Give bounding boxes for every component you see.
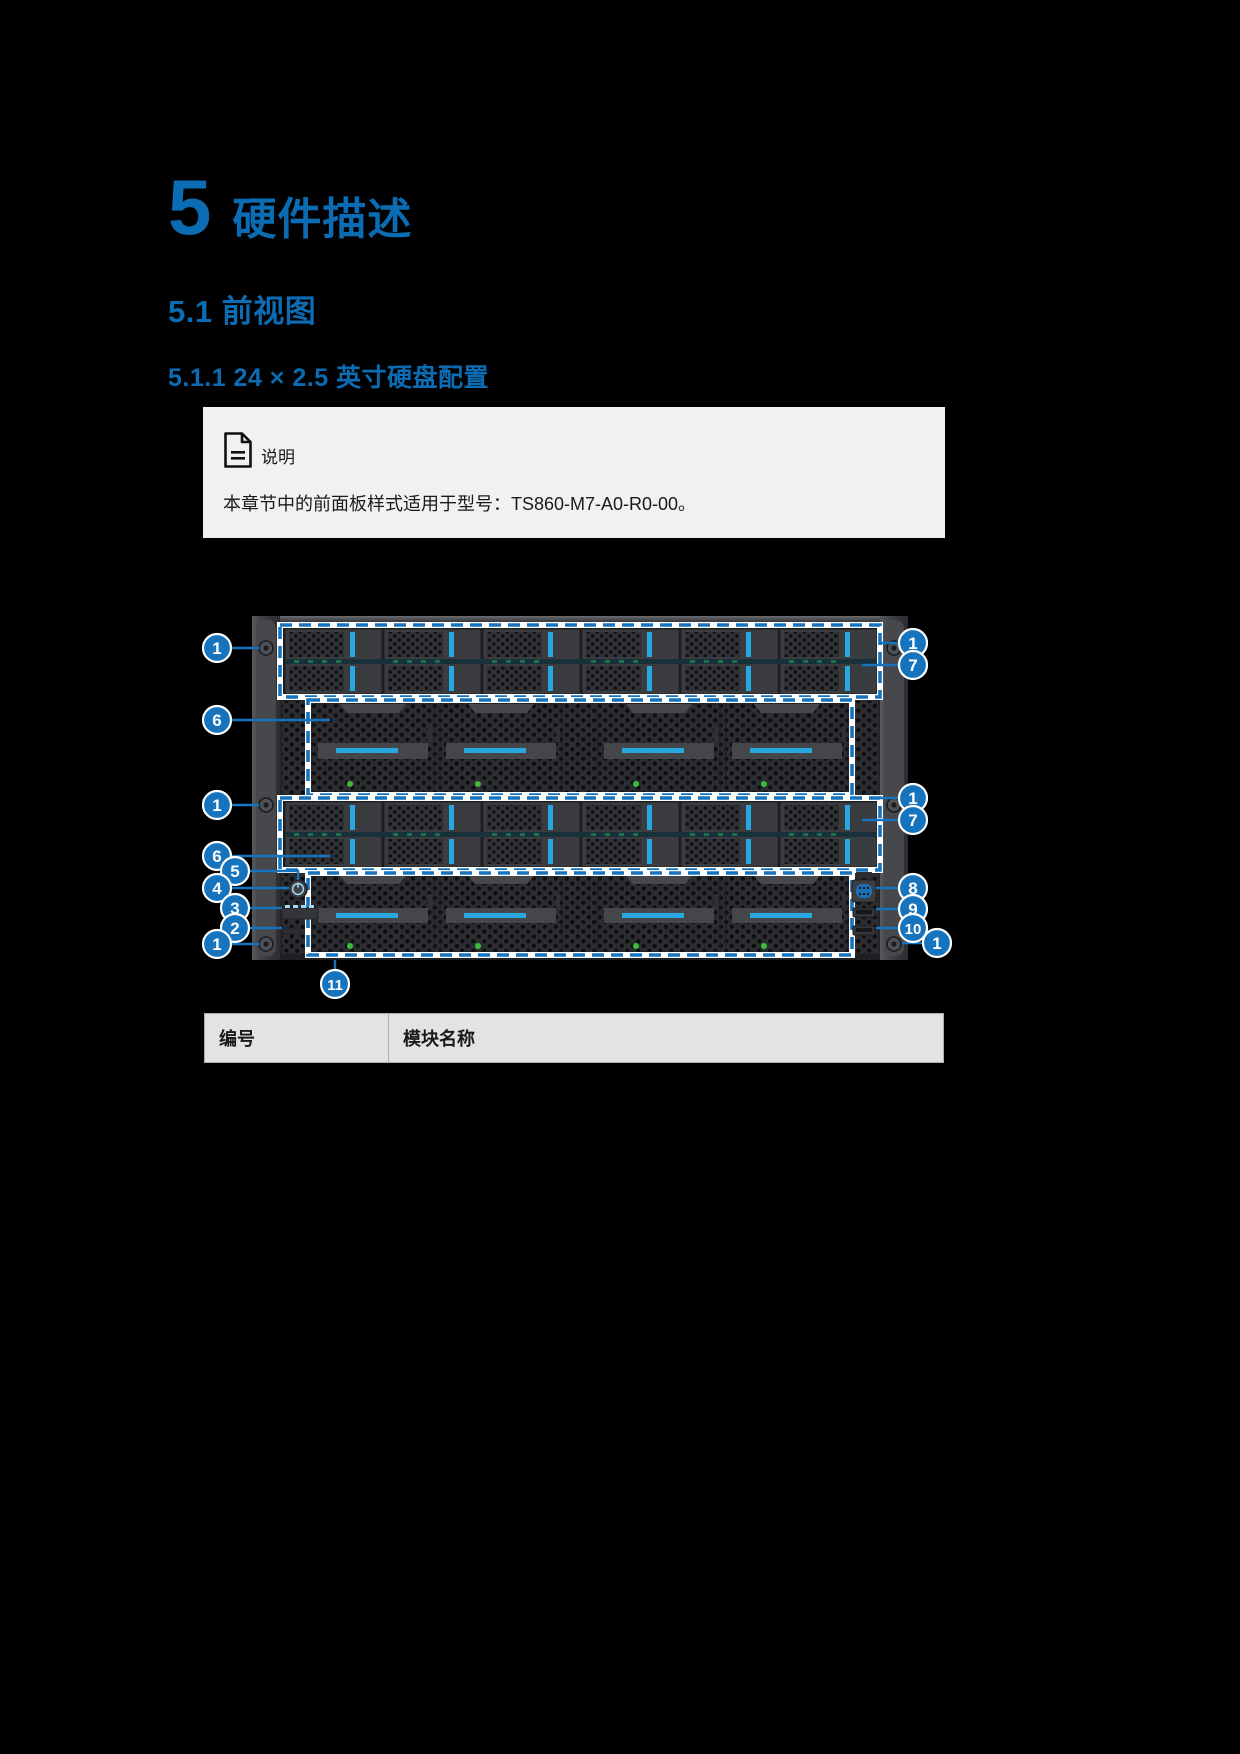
drive-bay-row-middle [282, 795, 878, 868]
svg-text:11: 11 [327, 977, 343, 994]
note-label: 说明 [261, 448, 295, 467]
callout-1-bottom-left: 1 [201, 789, 233, 821]
chapter-heading: 5 硬件描述 [168, 168, 412, 246]
svg-text:7: 7 [908, 811, 917, 830]
svg-text:6: 6 [212, 711, 221, 730]
callout-7-top-right: 7 [897, 649, 929, 681]
callout-1-top-left: 1 [201, 632, 233, 664]
svg-text:3: 3 [230, 899, 239, 918]
note-body-text: 本章节中的前面板样式适用于型号：TS860-M7-A0-R0-00。 [223, 494, 697, 514]
svg-text:4: 4 [212, 879, 222, 898]
server-diagram: 1 6 1 6 5 4 3 [201, 616, 953, 1000]
svg-text:8: 8 [908, 879, 917, 898]
callout-6-mid-left: 6 [201, 704, 233, 736]
drive-bay-row-top [282, 627, 878, 695]
svg-text:1: 1 [212, 639, 221, 658]
svg-text:1: 1 [212, 796, 221, 815]
svg-text:9: 9 [908, 900, 917, 919]
highlight-bottom-compute-nodes [306, 871, 854, 957]
front-control-panel [281, 879, 319, 935]
compute-node-row-bottom [282, 874, 878, 954]
svg-text:1: 1 [212, 935, 221, 954]
svg-text:6: 6 [212, 847, 221, 866]
chapter-title: 硬件描述 [232, 195, 413, 244]
callout-leader-lines [231, 641, 923, 971]
callout-1-bottom-bottom-left: 1 [201, 928, 233, 960]
table-header-row: 编号 模块名称 [204, 1013, 944, 1063]
svg-text:1: 1 [932, 934, 941, 953]
svg-text:2: 2 [230, 919, 239, 938]
table-header-module-name: 模块名称 [388, 1013, 944, 1063]
module-name-table: 编号 模块名称 [204, 1013, 944, 1063]
highlight-top-compute-nodes [306, 698, 854, 797]
server-front-view-figure: 1 6 1 6 5 4 3 [190, 598, 980, 1010]
note-header: 说明 [223, 425, 925, 469]
callout-10: 10 [897, 912, 929, 944]
table-header-number: 编号 [204, 1013, 389, 1063]
front-io-ports [851, 872, 877, 936]
note-box: 说明 本章节中的前面板样式适用于型号：TS860-M7-A0-R0-00。 [203, 407, 945, 538]
svg-text:1: 1 [908, 789, 917, 808]
note-document-icon [224, 432, 252, 468]
section-heading-5-1-1: 5.1.1 24 × 2.5 英寸硬盘配置 [168, 364, 490, 392]
uid-label-icon [281, 927, 301, 935]
callout-7-mid-right: 7 [897, 804, 929, 836]
compute-node-row-top [282, 701, 878, 794]
svg-text:5: 5 [230, 862, 239, 881]
callout-1-bottom-right: 1 [921, 927, 953, 959]
callout-11: 11 [319, 968, 351, 1000]
svg-text:10: 10 [905, 921, 922, 938]
vga-port-icon [856, 884, 872, 898]
section-heading-5-1: 5.1 前视图 [168, 294, 317, 329]
callout-bubbles: 1 6 1 6 5 4 3 [201, 627, 953, 1000]
svg-text:1: 1 [908, 634, 917, 653]
chapter-number: 5 [168, 163, 211, 251]
status-led-strip-icon [281, 905, 319, 920]
callout-4: 4 [201, 872, 233, 904]
captive-screws [258, 640, 902, 952]
svg-text:7: 7 [908, 656, 917, 675]
